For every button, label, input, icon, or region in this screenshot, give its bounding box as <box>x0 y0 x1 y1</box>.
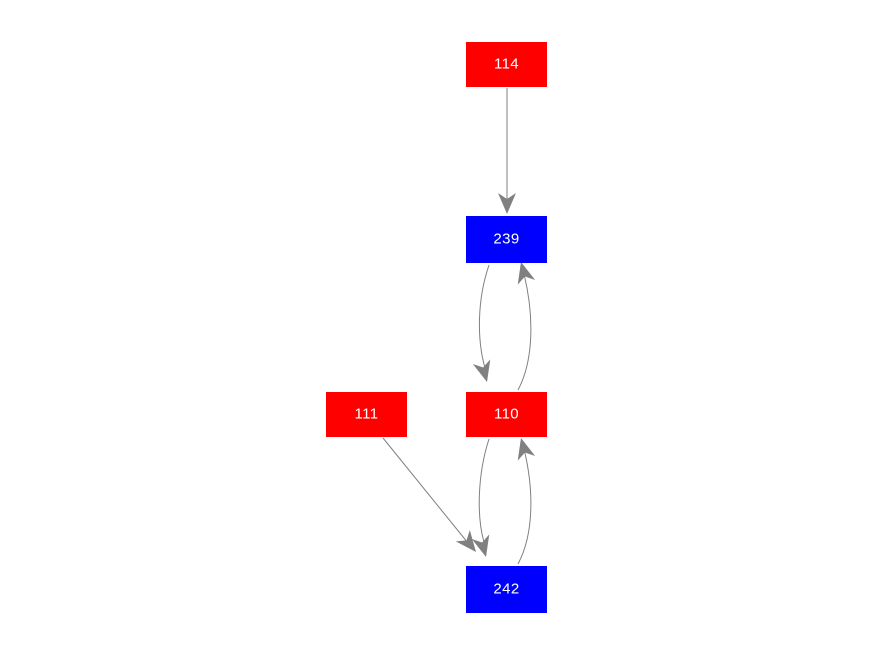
arrowhead-110-to-239 <box>517 262 536 285</box>
graph-edge-111-to-242 <box>382 437 469 544</box>
arrowhead-239-to-110 <box>472 359 491 382</box>
arrowhead-111-to-242 <box>455 530 476 552</box>
graph-node-110[interactable]: 110 <box>466 392 547 437</box>
node-label: 239 <box>493 230 520 248</box>
arrowhead-242-to-110 <box>517 438 536 461</box>
node-label: 110 <box>493 405 520 423</box>
graph-edge-110-to-242 <box>478 438 490 543</box>
arrowhead-114-to-239 <box>498 193 516 214</box>
graph-edge-110-to-239 <box>517 273 532 391</box>
node-label: 242 <box>493 580 520 598</box>
arrowhead-110-to-242 <box>471 534 490 557</box>
graph-edge-239-to-110 <box>478 264 490 369</box>
node-label: 114 <box>493 55 520 73</box>
node-label: 111 <box>354 405 379 423</box>
graph-edge-242-to-110 <box>517 448 532 565</box>
graph-node-242[interactable]: 242 <box>466 566 547 613</box>
graph-node-111[interactable]: 111 <box>326 392 407 437</box>
graph-node-114[interactable]: 114 <box>466 42 547 87</box>
graph-node-239[interactable]: 239 <box>466 216 547 263</box>
